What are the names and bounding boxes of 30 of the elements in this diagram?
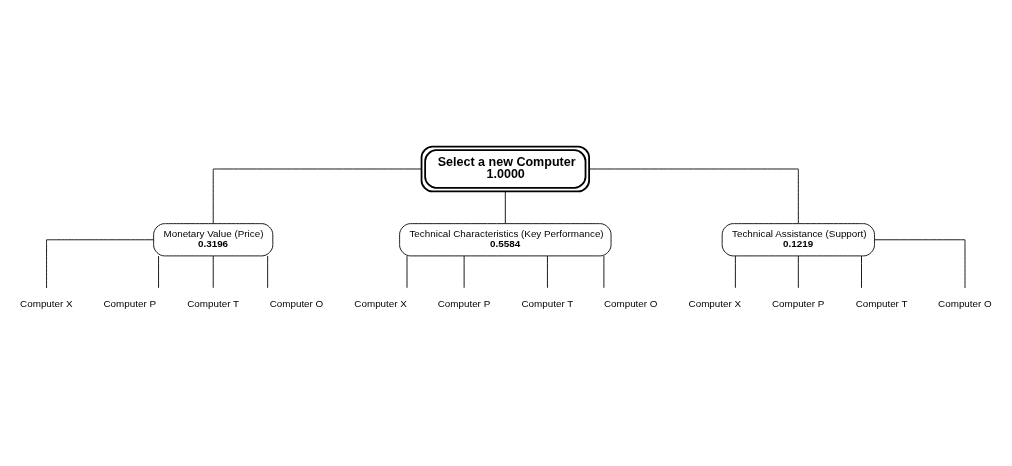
node-box: Monetary Value (Price) 0.3196: [153, 222, 274, 256]
connector: [603, 255, 605, 288]
connector: [267, 255, 269, 288]
connector: [874, 238, 966, 288]
node-text: Computer O: [269, 297, 324, 309]
connector: [734, 255, 736, 288]
connector: [46, 238, 154, 288]
node-text: Computer X: [354, 297, 407, 309]
node-box: Technical Characteristics (Key Performance) 0.5584: [399, 222, 612, 256]
connector: [504, 190, 506, 224]
connector: [406, 255, 408, 288]
connector: [212, 168, 422, 224]
connector: [212, 255, 214, 288]
node-text: Computer P: [103, 297, 156, 309]
connector: [588, 168, 799, 224]
node-text: Computer P: [437, 297, 491, 309]
node-text: Computer T: [521, 297, 574, 309]
connector: [861, 255, 862, 288]
node-text: Computer O: [938, 297, 992, 309]
node-text: Computer T: [855, 297, 908, 309]
node-text: Computer O: [603, 297, 658, 309]
node-box: Technical Assistance (Support) 0.1219: [721, 222, 875, 256]
node-text: Computer T: [187, 297, 240, 309]
connector: [797, 255, 799, 288]
connector: [463, 255, 465, 288]
connector: [158, 255, 159, 288]
node-text: Computer X: [20, 297, 73, 309]
node-text: Computer P: [771, 297, 825, 309]
node-text: Computer X: [688, 297, 742, 309]
connector: [547, 255, 548, 288]
